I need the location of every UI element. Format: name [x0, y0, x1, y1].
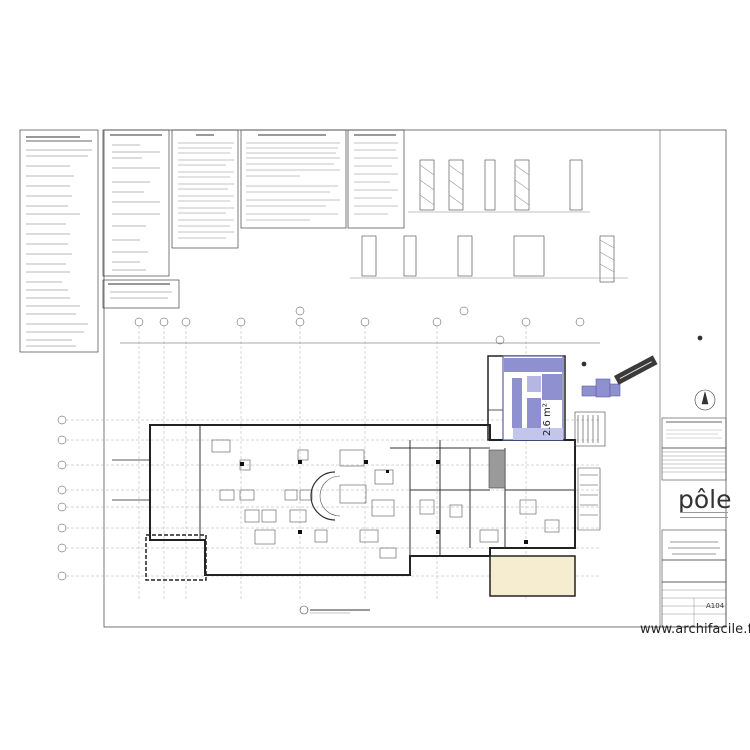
accessibility-symbols	[581, 335, 703, 367]
highlighted-room	[502, 355, 564, 441]
logo-underline	[680, 512, 728, 518]
south-annex	[489, 555, 576, 597]
exterior-stairs	[574, 411, 606, 531]
notes-panel	[171, 129, 239, 249]
plan-title	[299, 605, 370, 615]
sheet-number: A104	[706, 602, 725, 610]
furniture-blocks	[211, 439, 560, 559]
sheet-border	[103, 129, 727, 628]
stair-hatch	[488, 449, 506, 489]
firm-logo: pôle	[678, 485, 732, 514]
main-building-walls	[149, 424, 576, 576]
row-grid-bubbles	[57, 415, 67, 581]
wall-section-details	[350, 159, 628, 283]
watermark: www.archifacile.fr	[640, 622, 750, 637]
structural-columns	[240, 460, 528, 544]
specification-notes-panel	[240, 129, 347, 229]
interior-partitions	[199, 425, 575, 556]
wall-types-notes-panel	[347, 129, 405, 229]
left-annex-walls	[112, 459, 207, 581]
column-grid-bubbles	[134, 306, 585, 345]
north-arrow	[694, 389, 716, 411]
room-area-label: 2.6 m²	[542, 403, 553, 436]
column-grid-lines	[138, 326, 527, 600]
legend-panel	[19, 129, 99, 353]
symbols-legend-panel	[102, 129, 180, 309]
approval-stamp	[614, 355, 658, 385]
title-block	[661, 417, 727, 628]
detached-furniture	[581, 378, 621, 398]
